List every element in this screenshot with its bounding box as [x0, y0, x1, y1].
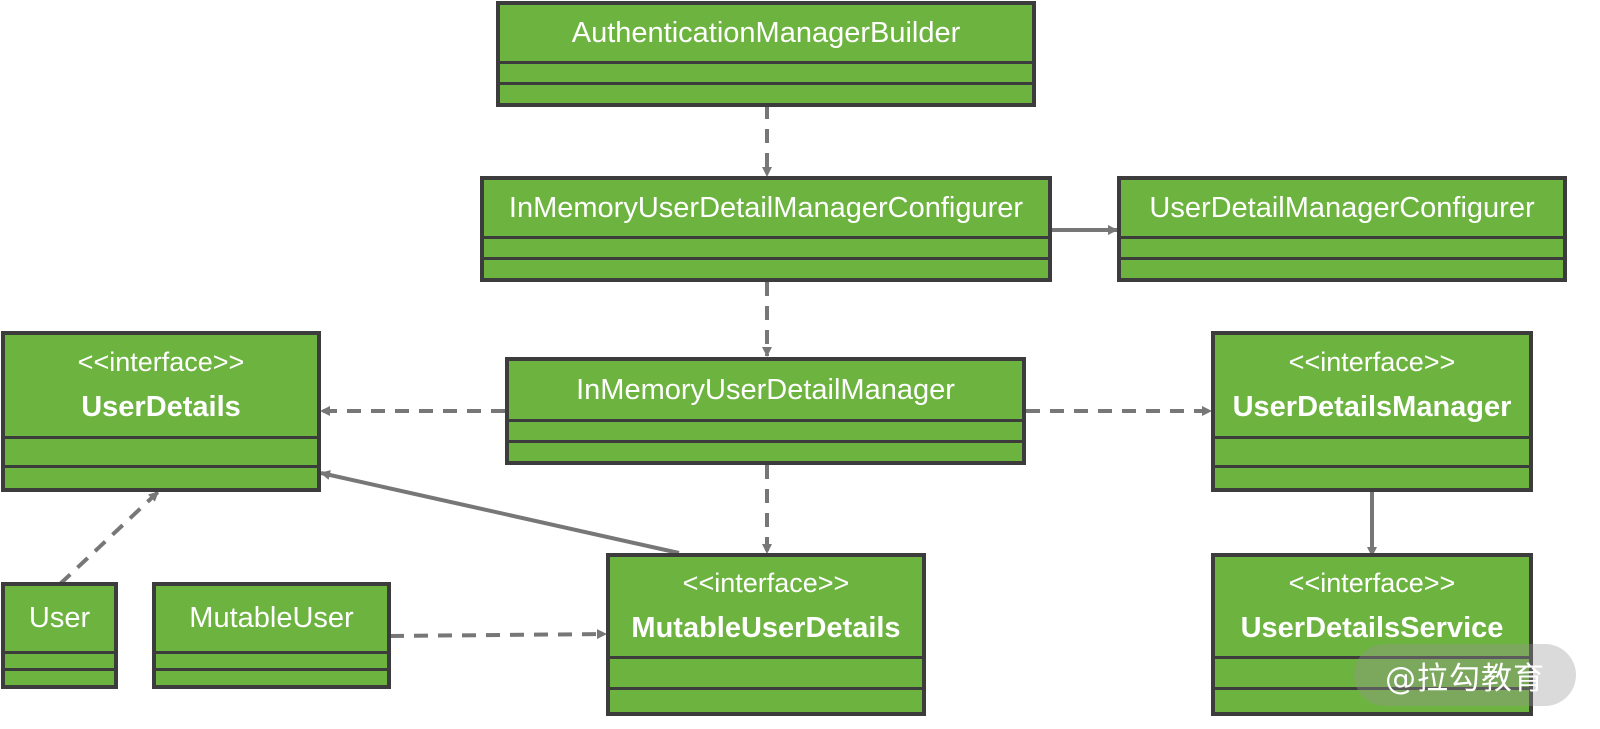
class-name-section: UserDetailManagerConfigurer [1121, 180, 1563, 236]
class-name-section: InMemoryUserDetailManager [509, 361, 1022, 419]
class-mutable-user: MutableUser [152, 582, 391, 689]
attributes-compartment [500, 61, 1032, 82]
methods-compartment [484, 257, 1048, 278]
methods-compartment [5, 668, 114, 685]
class-name-section: User [5, 586, 114, 651]
edge-mutableuser-to-mutableuserdetails [389, 629, 607, 640]
stereotype-label: <<interface>> [682, 568, 850, 599]
watermark-label: @拉勾教育 [1354, 644, 1576, 706]
class-name: User [28, 602, 91, 635]
class-name: UserDetailManagerConfigurer [1149, 191, 1535, 224]
attributes-compartment [1215, 436, 1529, 465]
methods-compartment [509, 440, 1022, 461]
methods-compartment [5, 465, 317, 488]
class-name-section: <<interface>> UserDetails [5, 335, 317, 436]
attributes-compartment [1215, 656, 1529, 687]
class-name: UserDetailsService [1240, 611, 1504, 644]
attributes-compartment [610, 656, 922, 687]
class-name-section: AuthenticationManagerBuilder [500, 5, 1032, 61]
class-name-section: InMemoryUserDetailManagerConfigurer [484, 180, 1048, 236]
methods-compartment [1121, 257, 1563, 278]
interface-user-details: <<interface>> UserDetails [1, 331, 321, 492]
class-name: InMemoryUserDetailManager [576, 373, 955, 406]
stereotype-label: <<interface>> [1288, 346, 1456, 377]
attributes-compartment [5, 651, 114, 668]
attributes-compartment [5, 436, 317, 465]
class-authentication-manager-builder: AuthenticationManagerBuilder [496, 1, 1036, 107]
methods-compartment [1215, 687, 1529, 712]
class-inmemory-user-detail-manager: InMemoryUserDetailManager [505, 357, 1026, 465]
class-inmemory-user-detail-manager-configurer: InMemoryUserDetailManagerConfigurer [480, 176, 1052, 282]
methods-compartment [156, 668, 387, 685]
methods-compartment [610, 687, 922, 712]
attributes-compartment [1121, 236, 1563, 257]
class-name-section: <<interface>> UserDetailsService [1215, 557, 1529, 656]
edge-user-to-userdetails [58, 490, 160, 586]
attributes-compartment [509, 419, 1022, 440]
class-name-section: <<interface>> UserDetailsManager [1215, 335, 1529, 436]
class-name: MutableUserDetails [631, 611, 901, 644]
attributes-compartment [484, 236, 1048, 257]
class-user: User [1, 582, 118, 689]
class-user-detail-manager-configurer: UserDetailManagerConfigurer [1117, 176, 1567, 282]
class-name: UserDetailsManager [1232, 391, 1512, 423]
interface-mutable-user-details: <<interface>> MutableUserDetails [606, 553, 926, 716]
stereotype-label: <<interface>> [1288, 568, 1456, 599]
interface-user-details-service: <<interface>> UserDetailsService [1211, 553, 1533, 716]
class-name: MutableUser [189, 602, 354, 635]
class-name-section: MutableUser [156, 586, 387, 651]
methods-compartment [1215, 465, 1529, 488]
class-name-section: <<interface>> MutableUserDetails [610, 557, 922, 656]
class-name: AuthenticationManagerBuilder [571, 16, 961, 49]
class-name: UserDetails [81, 391, 241, 423]
interface-user-details-manager: <<interface>> UserDetailsManager [1211, 331, 1533, 492]
attributes-compartment [156, 651, 387, 668]
class-name: InMemoryUserDetailManagerConfigurer [508, 191, 1024, 224]
edge-mutableuserdetails-to-userdetails [320, 470, 680, 555]
stereotype-label: <<interface>> [77, 346, 245, 377]
methods-compartment [500, 82, 1032, 103]
